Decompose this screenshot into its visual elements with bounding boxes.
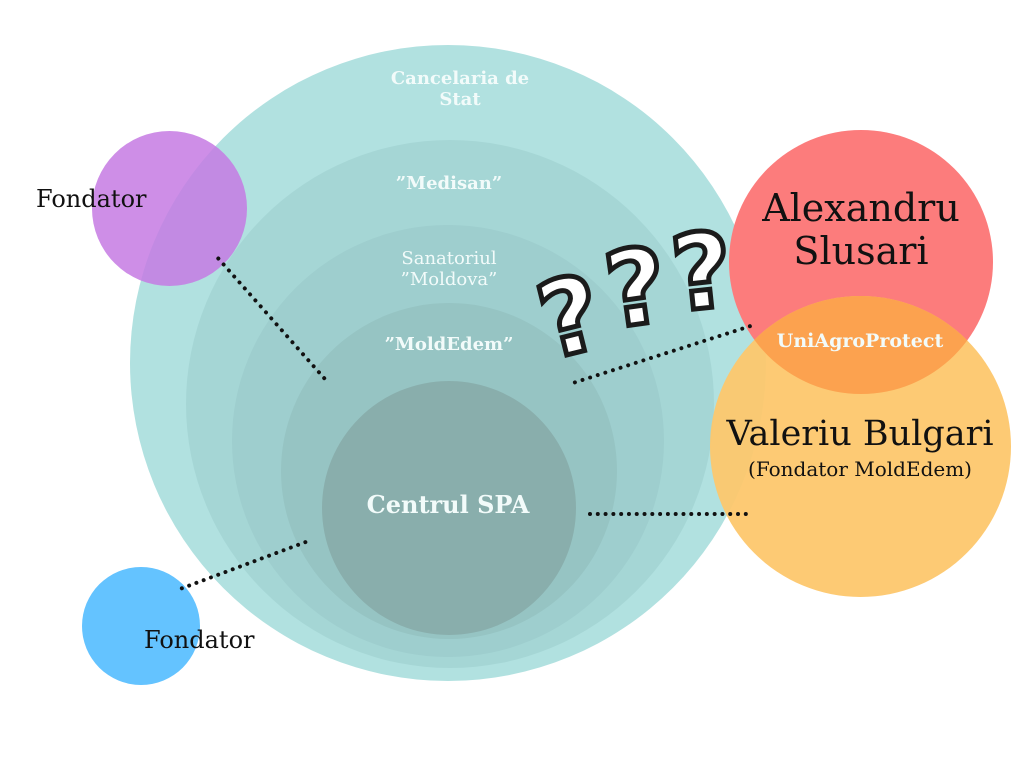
founder-circle-purple (92, 131, 247, 286)
question-mark-3: ? (663, 206, 741, 339)
person-note-valeriu: (Fondator MoldEdem) (748, 457, 972, 481)
layer-label-sanatoriul: Sanatoriul ”Moldova” (400, 248, 498, 291)
layer-label-centrul-spa: Centrul SPA (366, 490, 530, 519)
core-circle-centrul-spa (322, 381, 576, 635)
founder-label-purple: Fondator (36, 185, 147, 213)
founder-label-blue: Fondator (144, 626, 255, 654)
person-label-valeriu: Valeriu Bulgari (726, 414, 994, 454)
layer-label-cancelaria: Cancelaria de Stat (390, 68, 530, 111)
layer-label-medisan: ”Medisan” (395, 173, 503, 194)
layer-label-moldedem: ”MoldEdem” (384, 334, 514, 355)
overlap-label-uniagroprotect: UniAgroProtect (776, 330, 944, 352)
founder-circle-blue (82, 567, 200, 685)
person-label-alexandru: Alexandru Slusari (762, 186, 960, 273)
connector-line-valeriu (588, 512, 748, 516)
